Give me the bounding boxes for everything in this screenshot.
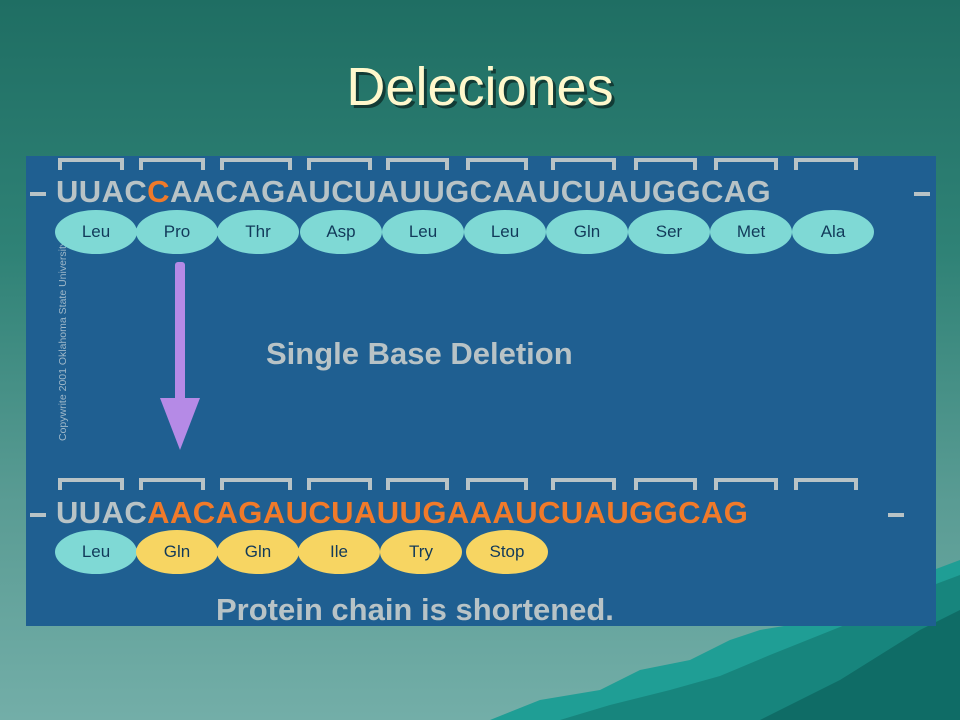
amino-acid-original: Leu [382, 210, 464, 254]
strand-end-left [30, 192, 46, 196]
amino-acid-original: Met [710, 210, 792, 254]
deleted-base: C [147, 174, 170, 209]
strand-end-right [914, 192, 930, 196]
amino-acid-original: Leu [464, 210, 546, 254]
amino-acid-original: Asp [300, 210, 382, 254]
amino-acid-original: Ala [792, 210, 874, 254]
amino-acid-original: Ser [628, 210, 710, 254]
deletion-label: Single Base Deletion [266, 336, 573, 371]
amino-acid-original: Thr [217, 210, 299, 254]
codon-brackets-original [58, 158, 858, 490]
mutant-sequence-start: UUAC [56, 495, 148, 530]
amino-acid-original: Gln [546, 210, 628, 254]
amino-acid-mutant: Try [380, 530, 462, 574]
amino-acid-mutant: Ile [298, 530, 380, 574]
mutant-sequence: UUACAACAGAUCUAUUGAAAUCUAUGGCAG [56, 495, 960, 531]
amino-acid-original: Leu [55, 210, 137, 254]
amino-acid-original: Pro [136, 210, 218, 254]
frameshifted-sequence: AACAGAUCUAUUGAAAUCUAUGGCAG [147, 495, 749, 530]
original-sequence-start: UUAC [56, 174, 148, 209]
amino-acid-mutant: Leu [55, 530, 137, 574]
original-sequence-rest: AACAGAUCUAUUGCAAUCUAUGGCAG [169, 174, 772, 209]
mutant-strand-end-right [888, 513, 904, 517]
result-label: Protein chain is shortened. [216, 592, 614, 627]
original-sequence: UUACCAACAGAUCUAUUGCAAUCUAUGGCAG [56, 174, 960, 210]
slide-title: Deleciones [346, 57, 614, 117]
amino-acid-mutant: Gln [136, 530, 218, 574]
amino-acid-mutant: Stop [466, 530, 548, 574]
down-arrow-icon [160, 262, 200, 450]
mutant-strand-end-left [30, 513, 46, 517]
amino-acid-mutant: Gln [217, 530, 299, 574]
deletion-diagram: Copywrite 2001 Oklahoma State University [26, 156, 936, 627]
